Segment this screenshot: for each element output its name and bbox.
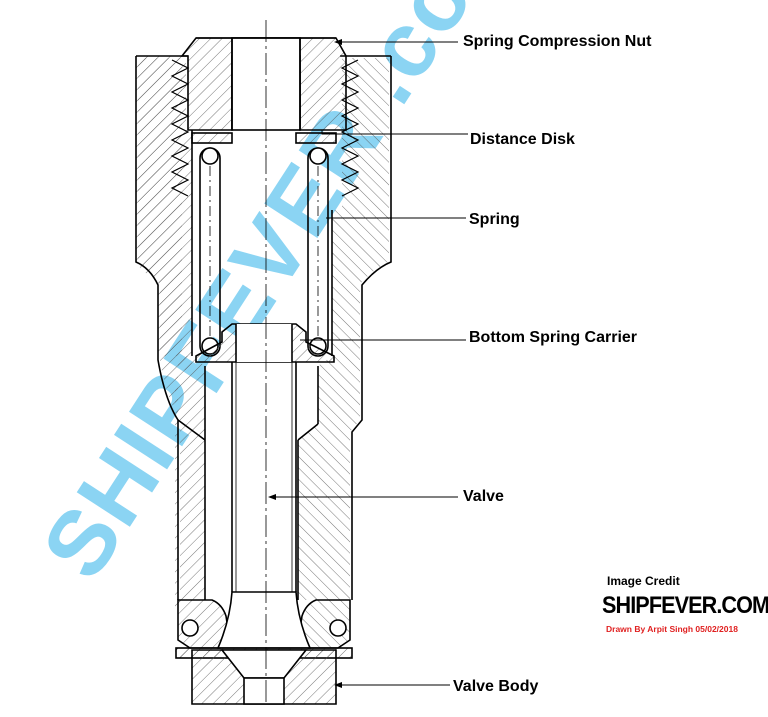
leader-arrows (268, 39, 342, 688)
leader-lines (270, 41, 468, 686)
valve-head (175, 591, 353, 659)
valve-stem (231, 362, 297, 592)
valve-body (191, 649, 337, 705)
spring-compression-nut (180, 37, 347, 131)
distance-disk (191, 132, 337, 144)
image-credit-title: Image Credit (607, 574, 680, 588)
label-bottom-spring-carrier: Bottom Spring Carrier (469, 329, 638, 346)
label-valve: Valve (463, 488, 504, 505)
credit-drawn-by: Drawn By Arpit Singh 05/02/2018 (606, 624, 738, 634)
label-spring: Spring (469, 211, 520, 228)
label-distance-disk: Distance Disk (470, 131, 575, 148)
thread-left (170, 59, 190, 197)
label-valve-body: Valve Body (453, 678, 539, 695)
credit-brand: SHIPFEVER.COM (602, 592, 768, 619)
label-spring-compression-nut: Spring Compression Nut (463, 33, 652, 50)
housing (135, 55, 392, 658)
bottom-spring-carrier (195, 323, 335, 363)
